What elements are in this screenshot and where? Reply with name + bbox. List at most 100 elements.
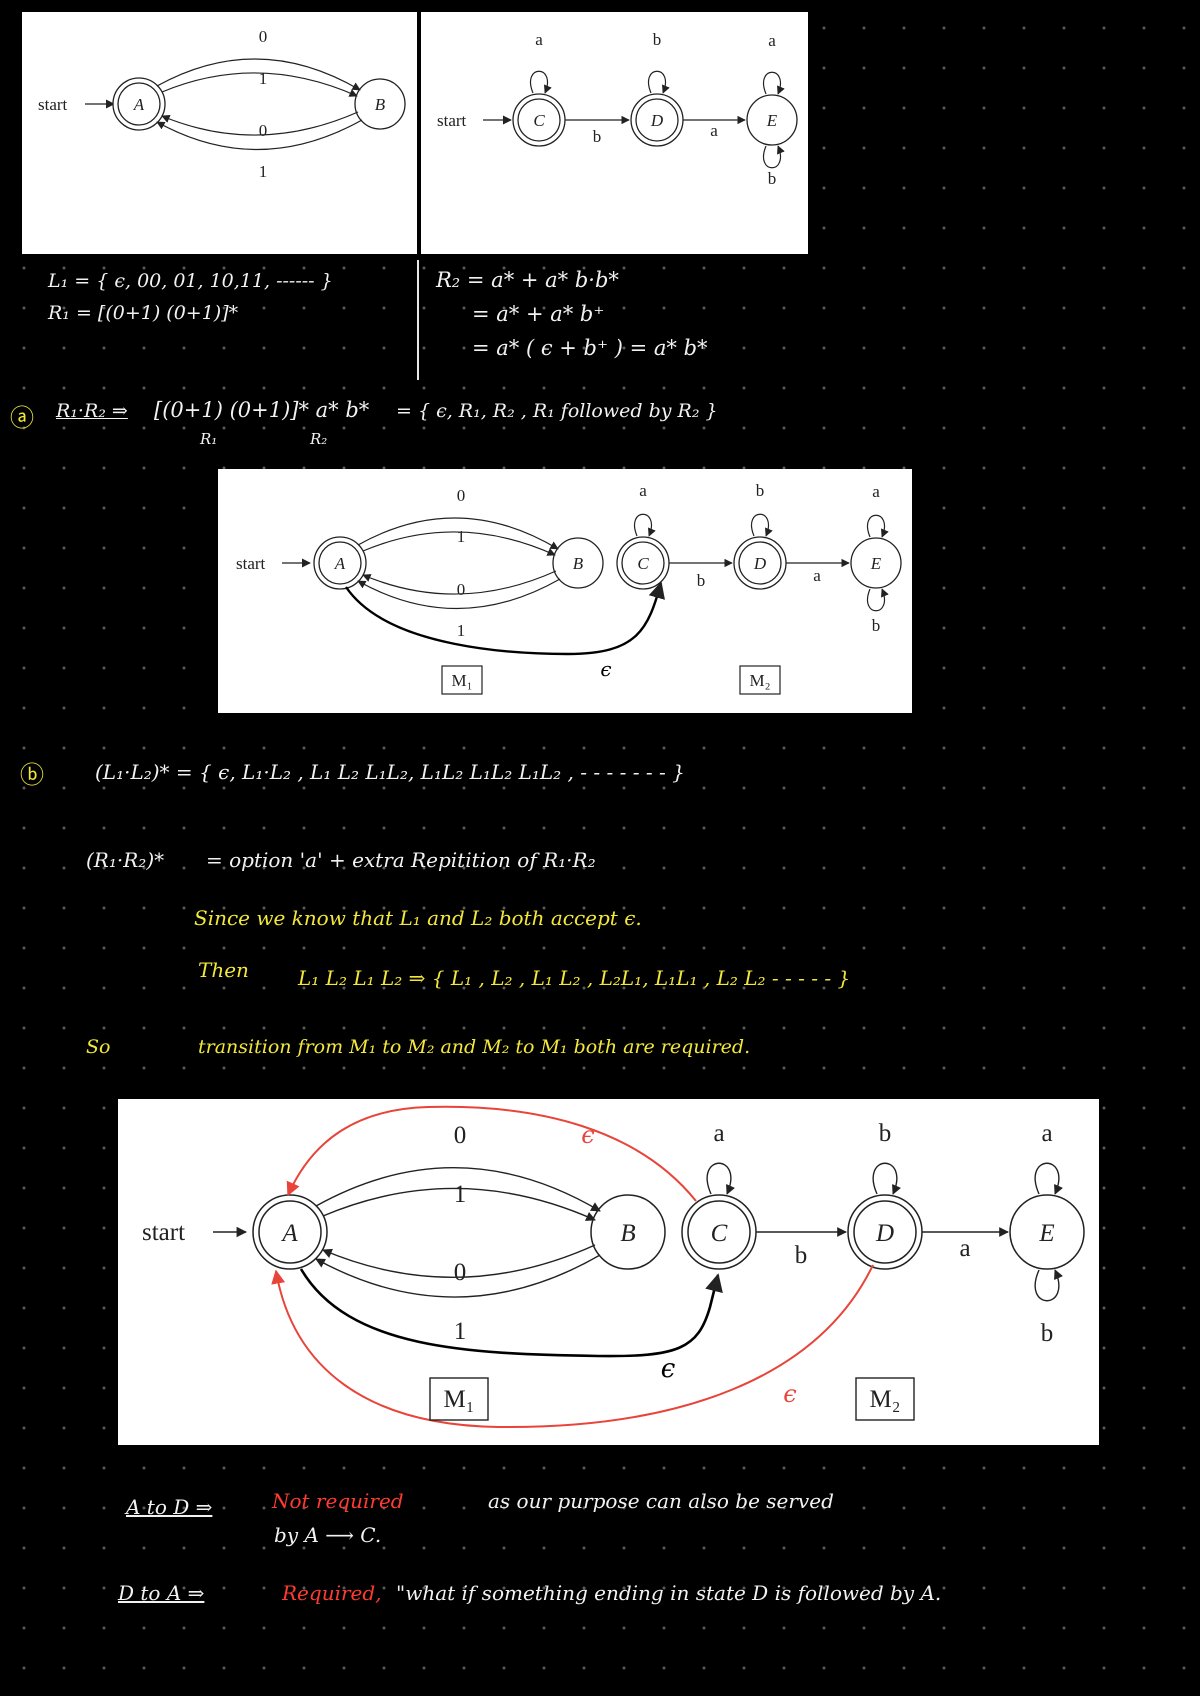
loop-d — [648, 70, 670, 94]
part-b-line-2-lhs: (R₁·R₂)* — [86, 848, 165, 872]
state-c-label: C — [533, 111, 545, 130]
edge-a-b-0 — [315, 1167, 601, 1212]
loop-c — [530, 70, 552, 94]
then-expansion: L₁ L₂ L₁ L₂ ⇒ { L₁ , L₂ , L₁ L₂ , L₂L₁, … — [298, 966, 851, 990]
edge-a-b-1 — [322, 1187, 596, 1221]
state-d-label: D — [650, 111, 664, 130]
loop-label: b — [879, 1120, 892, 1147]
a-to-d-reason-line-2: by A ⟶ C. — [274, 1523, 382, 1547]
part-a-result: = { ϵ, R₁, R₂ , R₁ followed by R₂ } — [396, 400, 718, 422]
state-a — [117, 82, 161, 126]
part-a-marker: ⓐ — [10, 404, 34, 432]
m1-box-label: M₁ — [451, 671, 472, 690]
loop-label: b — [756, 481, 765, 500]
figure-kleene-closure: start A B C D E 0 1 0 1 a b a b b a — [118, 1099, 1099, 1445]
m1-box — [429, 1377, 489, 1421]
state-c — [687, 1200, 751, 1264]
edge-a-b-1 — [362, 531, 556, 556]
state-b — [552, 537, 604, 589]
edge-b-a-0 — [362, 570, 557, 595]
start-label: start — [38, 95, 68, 114]
edge-label: a — [959, 1235, 970, 1262]
loop-label: a — [639, 481, 647, 500]
part-b-marker: ⓑ — [20, 761, 44, 789]
state-e-label: E — [766, 111, 778, 130]
edge-b-a-1 — [315, 1254, 601, 1298]
loop-label: b — [1041, 1320, 1054, 1347]
state-c — [621, 541, 665, 585]
epsilon-label: ϵ — [600, 657, 611, 681]
loop-label: b — [653, 30, 662, 49]
loop-label: a — [535, 30, 543, 49]
edge-label: b — [697, 571, 706, 590]
edge-label: 0 — [259, 121, 268, 140]
state-b-label: B — [375, 95, 386, 114]
edge-label: 1 — [454, 1318, 467, 1345]
r2-line-3: = a* ( ϵ + b⁺ ) = a* b* — [472, 336, 708, 360]
figure-concatenation: start A B C D E 0 1 0 1 a b a b b a — [218, 469, 912, 713]
state-c-label: C — [637, 554, 649, 573]
state-e — [850, 537, 902, 589]
state-b-label: B — [620, 1220, 635, 1247]
loop-c — [634, 513, 656, 537]
loop-label: b — [768, 169, 777, 188]
part-a-sub-r2: R₂ — [310, 430, 328, 448]
edge-a-b-0 — [156, 58, 361, 91]
r2-line-2: = a* + a* b⁺ — [472, 302, 605, 326]
dfa-m1-diagram: start A B 0 1 0 1 — [38, 27, 406, 181]
state-d — [635, 98, 679, 142]
edge-label: b — [795, 1242, 808, 1269]
loop-label: a — [1041, 1120, 1052, 1147]
loop-e-top — [867, 514, 889, 538]
edge-label: 1 — [457, 621, 466, 640]
state-c — [517, 98, 561, 142]
since-line: Since we know that L₁ and L₂ both accept… — [194, 906, 642, 930]
nfa-kleene-diagram: start A B C D E 0 1 0 1 a b a b b a — [142, 1105, 1085, 1429]
epsilon-label: ϵ — [783, 1380, 796, 1408]
edge-a-b-1 — [161, 72, 358, 97]
loop-e-top — [763, 71, 785, 95]
m1-box-label: M₁ — [444, 1386, 475, 1413]
m2-box — [739, 665, 781, 695]
then-label: Then — [198, 958, 249, 982]
state-a — [318, 541, 362, 585]
edge-label: a — [813, 566, 821, 585]
state-b — [354, 78, 406, 130]
part-b-line-2-rhs: = option 'a' + extra Repitition of R₁·R₂ — [206, 848, 596, 872]
loop-label: b — [872, 616, 881, 635]
edge-a-b-0 — [357, 517, 559, 550]
d-to-a-label: D to A ⇒ — [118, 1581, 205, 1605]
edge-label: 0 — [457, 486, 466, 505]
edge-label: b — [593, 127, 602, 146]
epsilon-label: ϵ — [581, 1121, 594, 1149]
a-to-d-reason: as our purpose can also be served — [488, 1489, 834, 1513]
loop-e-bottom — [867, 588, 889, 612]
loop-label: a — [872, 482, 880, 501]
epsilon-edge-d-a — [271, 1264, 874, 1429]
loop-c — [706, 1162, 736, 1195]
loop-e-bottom — [763, 145, 785, 169]
epsilon-edge-c-a — [286, 1105, 697, 1202]
loop-d — [872, 1162, 902, 1195]
m2-box — [855, 1377, 915, 1421]
edge-label: a — [710, 121, 718, 140]
state-e — [1009, 1194, 1085, 1270]
r1-definition: R₁ = [(0+1) (0+1)]* — [48, 302, 239, 324]
a-to-d-label: A to D ⇒ — [126, 1495, 213, 1519]
edge-b-a-1 — [357, 578, 561, 610]
edge-label: 1 — [259, 162, 268, 181]
state-d-label: D — [875, 1220, 894, 1247]
state-e-label: E — [1038, 1220, 1054, 1247]
edge-b-a-0 — [322, 1244, 596, 1278]
edge-label: 0 — [259, 27, 268, 46]
part-a-lhs: R₁·R₂ ⇒ — [56, 400, 128, 422]
state-a-label: A — [280, 1220, 298, 1247]
loop-label: a — [768, 31, 776, 50]
edge-label: 0 — [454, 1259, 467, 1286]
part-a-sub-r1: R₁ — [200, 430, 218, 448]
loop-d — [751, 513, 773, 537]
r2-line-1: R₂ = a* + a* b·b* — [436, 268, 619, 292]
so-label: So — [86, 1036, 111, 1058]
loop-e-top — [1034, 1162, 1064, 1195]
state-a — [258, 1200, 322, 1264]
